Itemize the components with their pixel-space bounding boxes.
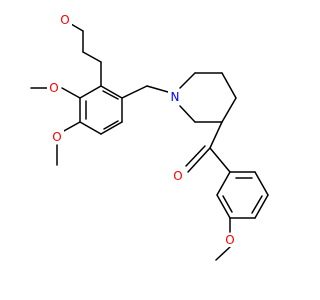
bond <box>209 121 223 149</box>
atom-background <box>223 233 237 247</box>
bond <box>221 97 237 123</box>
bond <box>185 145 206 167</box>
nitrogen-atom: N <box>171 90 180 104</box>
bond <box>251 195 263 214</box>
bond <box>187 147 211 173</box>
bond <box>79 85 102 99</box>
atom-layer: O O O N O O <box>47 13 237 247</box>
bond <box>209 147 231 173</box>
atom-background <box>171 169 185 183</box>
bond <box>79 121 102 135</box>
bond <box>103 120 119 130</box>
bond <box>146 85 169 93</box>
bond <box>254 171 269 196</box>
bond <box>215 246 231 261</box>
bond <box>179 105 196 123</box>
oxygen-atom: O <box>49 81 58 95</box>
oxygen-atom: O <box>52 130 61 144</box>
bond <box>61 87 81 99</box>
bond <box>82 51 102 63</box>
bond <box>179 72 196 89</box>
bond <box>100 121 123 135</box>
atom-background <box>50 130 64 144</box>
bond <box>222 195 233 213</box>
oxygen-atom: O <box>173 169 182 183</box>
atom-background <box>168 90 182 104</box>
bond <box>216 171 231 196</box>
bond <box>254 194 269 219</box>
atom-background <box>58 13 72 27</box>
oxygen-atom: O <box>60 13 69 27</box>
bond <box>121 85 148 99</box>
bond-layer <box>30 23 269 261</box>
bond <box>216 194 231 219</box>
atom-background <box>47 81 61 95</box>
bond <box>61 121 81 133</box>
bond <box>100 85 123 99</box>
structure-diagram: O O O N O O <box>30 13 269 261</box>
bond <box>70 23 84 32</box>
bond <box>221 72 237 99</box>
oxygen-atom: O <box>225 233 234 247</box>
bond <box>102 90 119 100</box>
